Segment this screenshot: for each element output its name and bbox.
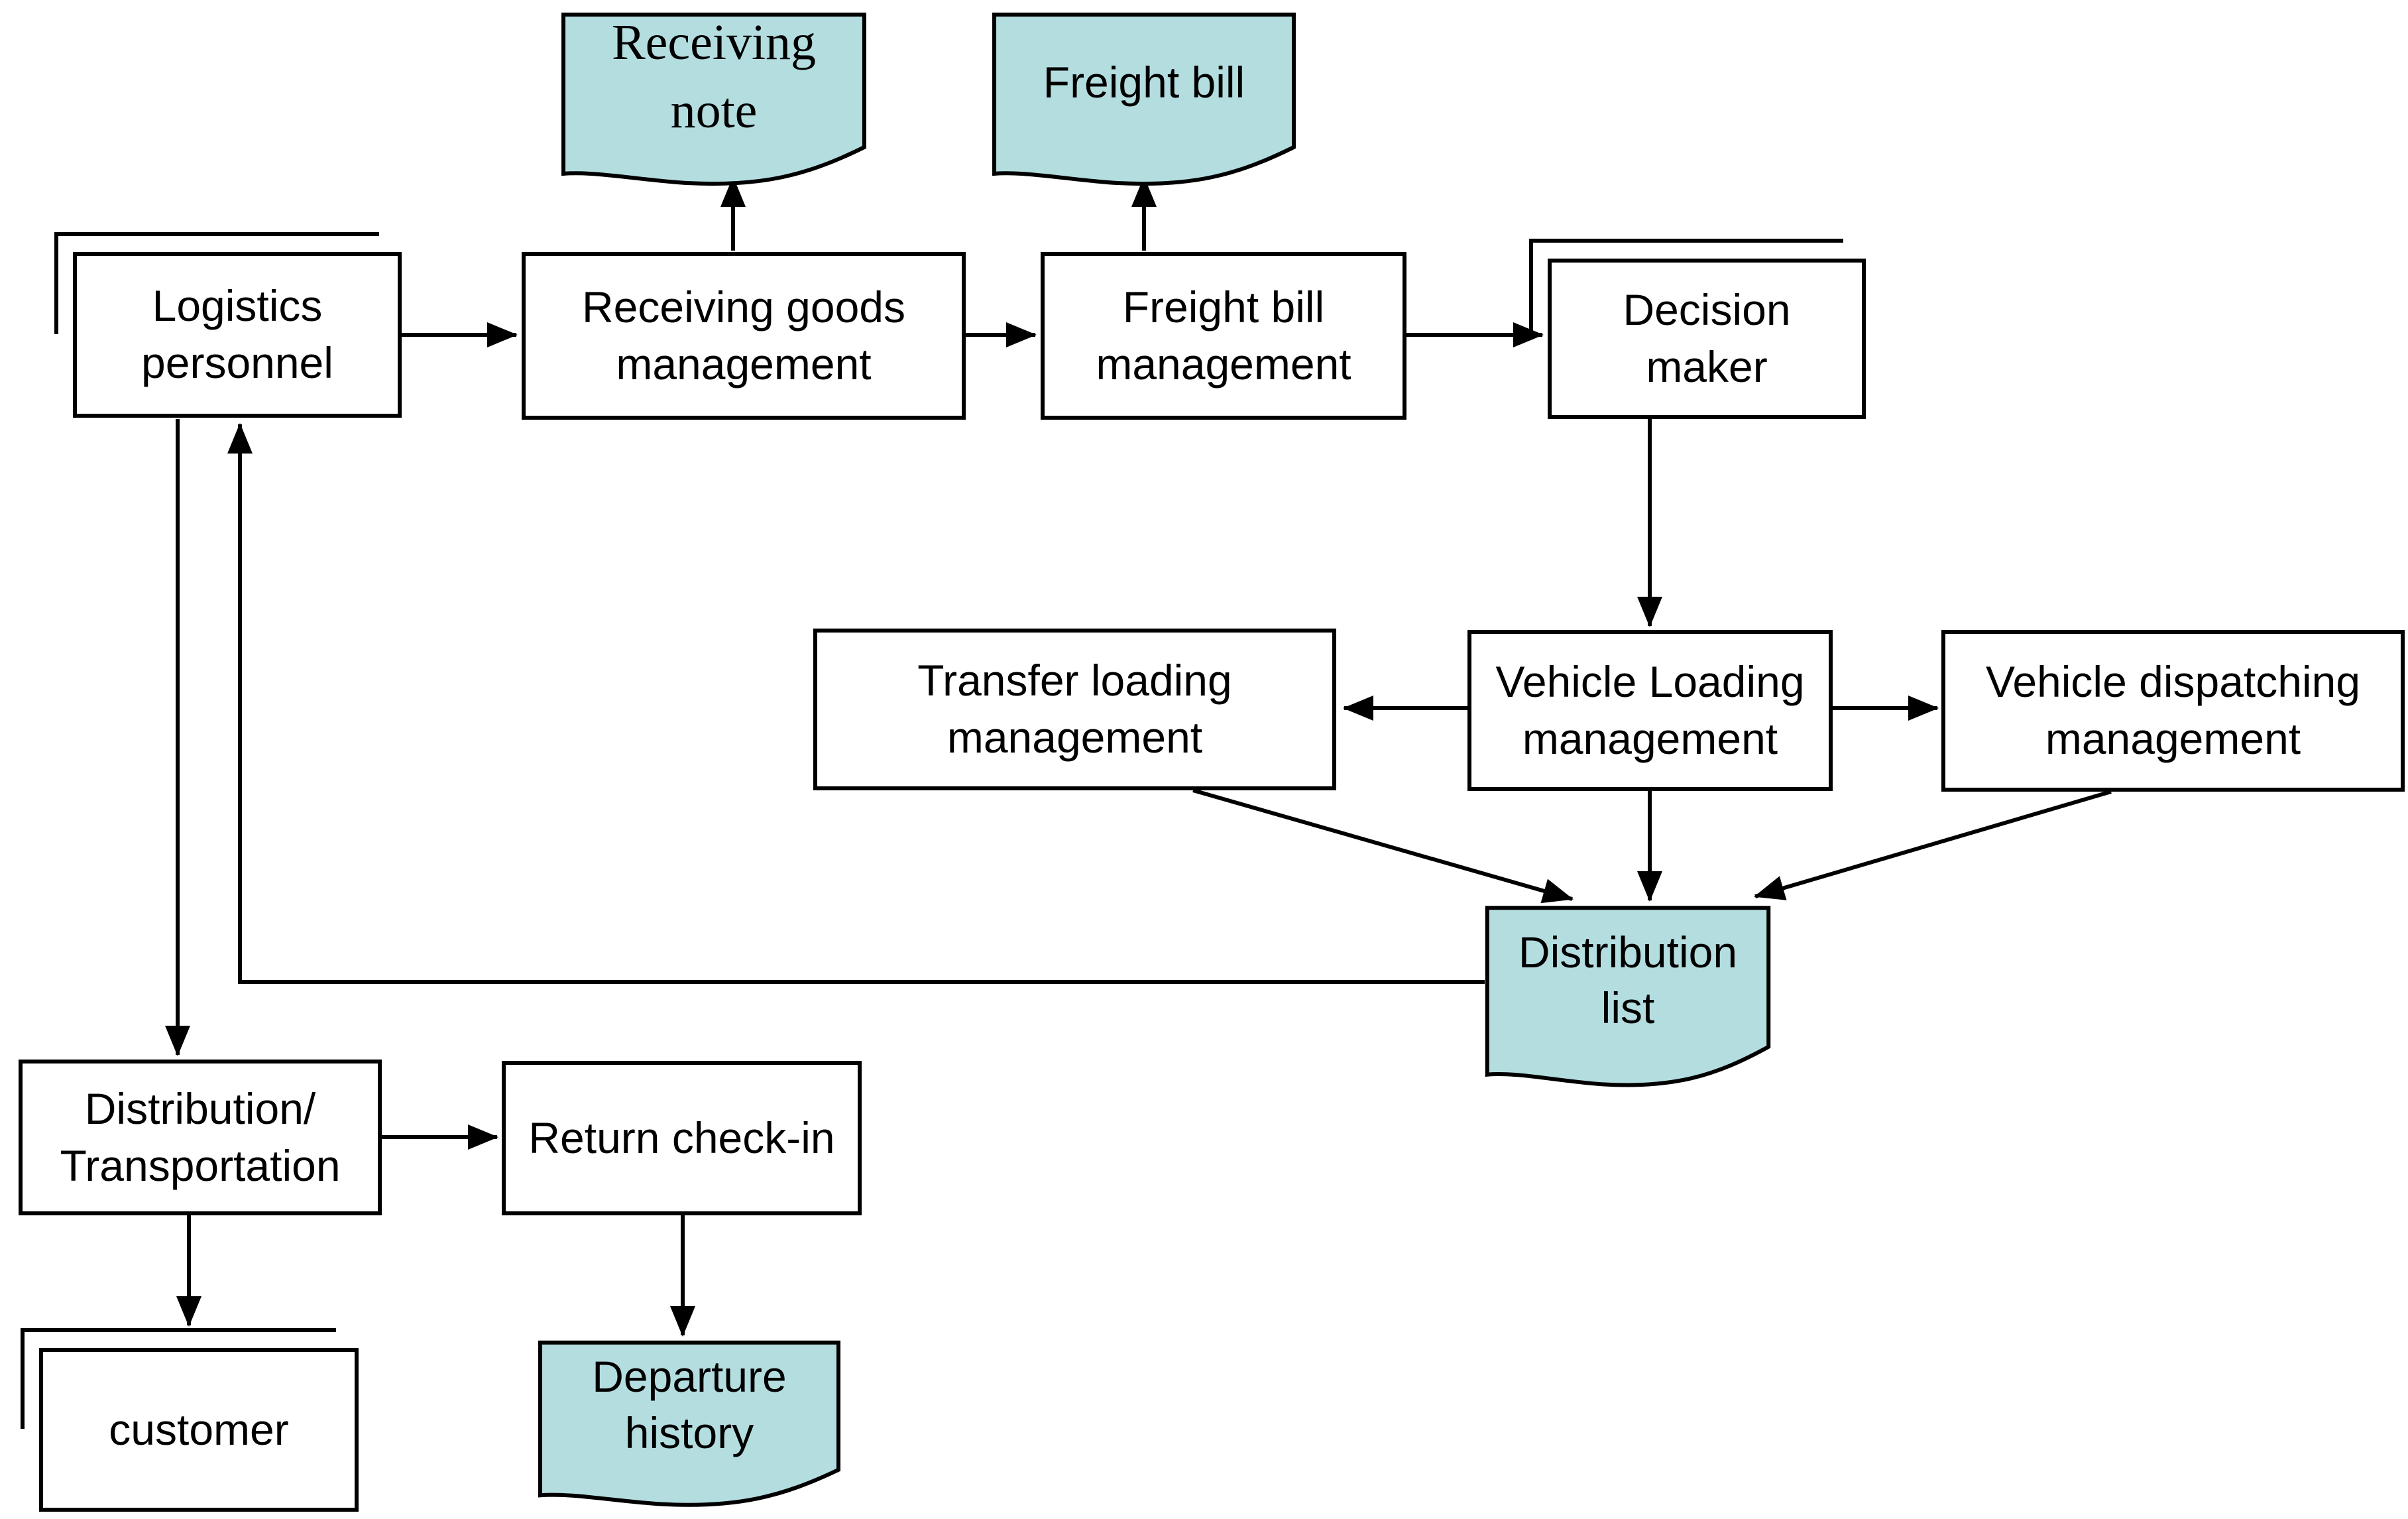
node-label-line: management [616, 339, 872, 389]
document-label-line: Receiving [611, 15, 817, 71]
document-label-line: Freight bill [1043, 57, 1245, 107]
external-entity-decision-maker: Decision maker [1529, 239, 1866, 419]
document-label-line: Distribution [1518, 927, 1738, 977]
node-label-line: management [946, 713, 1203, 762]
document-shape [561, 12, 867, 178]
arrow-dispatching-to-distlist [1754, 790, 2112, 900]
node-label-line: Vehicle Loading [1495, 656, 1805, 706]
process-receiving-goods-management: Receiving goods management [522, 252, 966, 420]
document-departure-history: Departure history [538, 1340, 841, 1499]
process-vehicle-dispatching-management: Vehicle dispatching management [1941, 630, 2405, 792]
node-label-line: Distribution/ [84, 1083, 316, 1133]
node-label-line: Receiving goods [582, 282, 905, 332]
process-distribution-transportation: Distribution/ Transportation [19, 1060, 382, 1215]
document-label-line: history [624, 1408, 754, 1457]
document-freight-bill: Freight bill [992, 12, 1296, 178]
document-label-line: note [670, 83, 758, 139]
node-label-line: maker [1646, 342, 1768, 391]
node-label-line: management [2045, 714, 2301, 763]
arrow-distlist-to-logistics [227, 423, 1485, 984]
process-freight-bill-management: Freight bill management [1041, 252, 1406, 420]
document-label-line: list [1601, 983, 1655, 1032]
node-label-line: customer [109, 1404, 289, 1454]
process-vehicle-loading-management: Vehicle Loading management [1467, 630, 1833, 791]
external-entity-customer: customer [21, 1328, 359, 1512]
document-label-line: Departure [592, 1352, 787, 1402]
node-label-line: Vehicle dispatching [1985, 657, 2361, 707]
node-label-line: Freight bill [1122, 282, 1325, 332]
node-label-line: management [1096, 339, 1351, 389]
process-return-check-in: Return check-in [502, 1061, 862, 1215]
node-label-line: Decision [1623, 285, 1791, 335]
process-transfer-loading-management: Transfer loading management [813, 629, 1336, 790]
document-receiving-note: Receiving note [561, 12, 867, 178]
document-shape [992, 12, 1296, 178]
node-label-line: Transportation [60, 1140, 341, 1190]
arrow-transfer-to-distlist [1192, 788, 1574, 904]
document-shape [1485, 905, 1771, 1079]
node-label-line: Logistics [152, 281, 323, 331]
external-entity-logistics-personnel: Logistics personnel [54, 232, 402, 418]
document-distribution-list: Distribution list [1485, 905, 1771, 1079]
node-label-line: personnel [141, 338, 333, 387]
document-shape [538, 1340, 841, 1499]
node-label-line: Transfer loading [917, 656, 1232, 705]
node-label-line: management [1522, 713, 1778, 763]
node-label-line: Return check-in [528, 1113, 835, 1162]
